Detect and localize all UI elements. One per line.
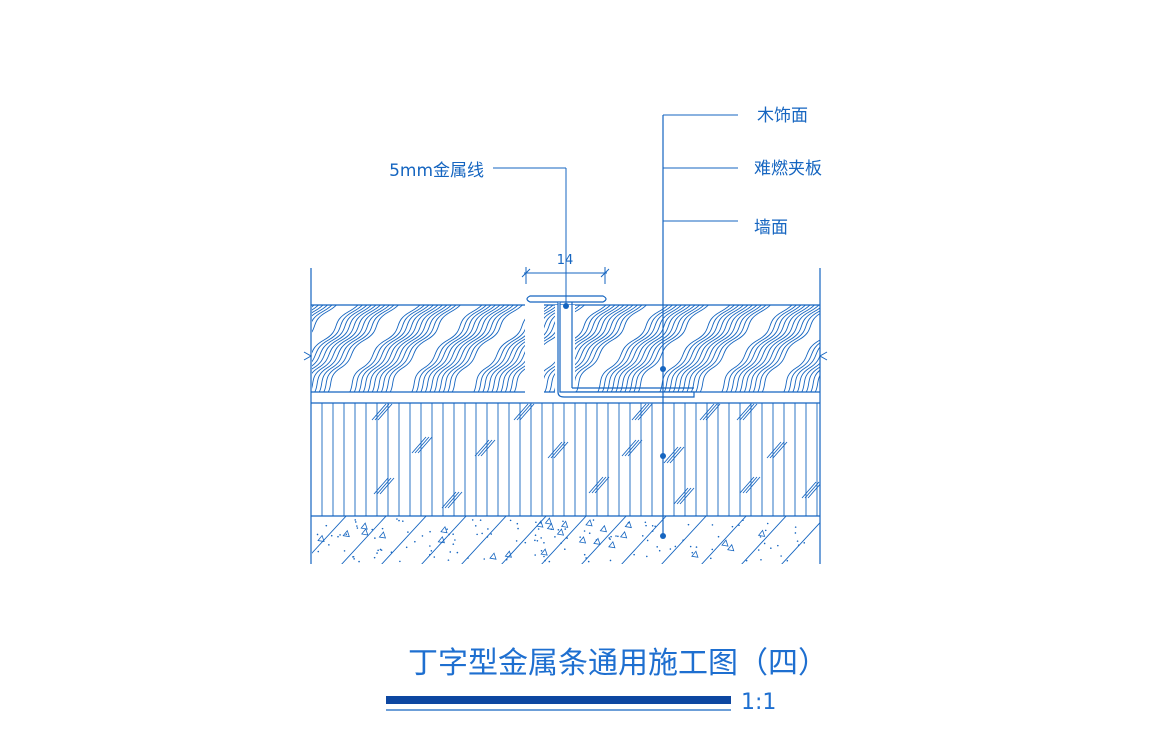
right-break-mark xyxy=(818,351,828,361)
title-bar xyxy=(386,696,731,704)
label-wood-finish: 木饰面 xyxy=(757,106,808,126)
label-metal-strip: 5mm金属线 xyxy=(389,161,484,181)
dimension-14: 14 xyxy=(521,253,610,284)
label-fire-board: 难燃夹板 xyxy=(754,159,822,179)
wood-finish-layer xyxy=(311,304,820,393)
fire-board-layer xyxy=(311,403,820,517)
drawing-scale: 1:1 xyxy=(741,690,776,715)
left-break-mark xyxy=(303,351,313,361)
wall-concrete-hatch xyxy=(312,516,820,564)
drawing-title: 丁字型金属条通用施工图（四） xyxy=(408,646,828,681)
t-metal-strip xyxy=(525,295,695,398)
wood-grain-hatch xyxy=(312,305,820,392)
leader-materials xyxy=(660,114,738,539)
plywood-hatch xyxy=(321,403,820,516)
leader-metal-strip xyxy=(493,167,569,309)
label-wall: 墙面 xyxy=(754,218,788,238)
dimension-label: 14 xyxy=(557,253,574,268)
